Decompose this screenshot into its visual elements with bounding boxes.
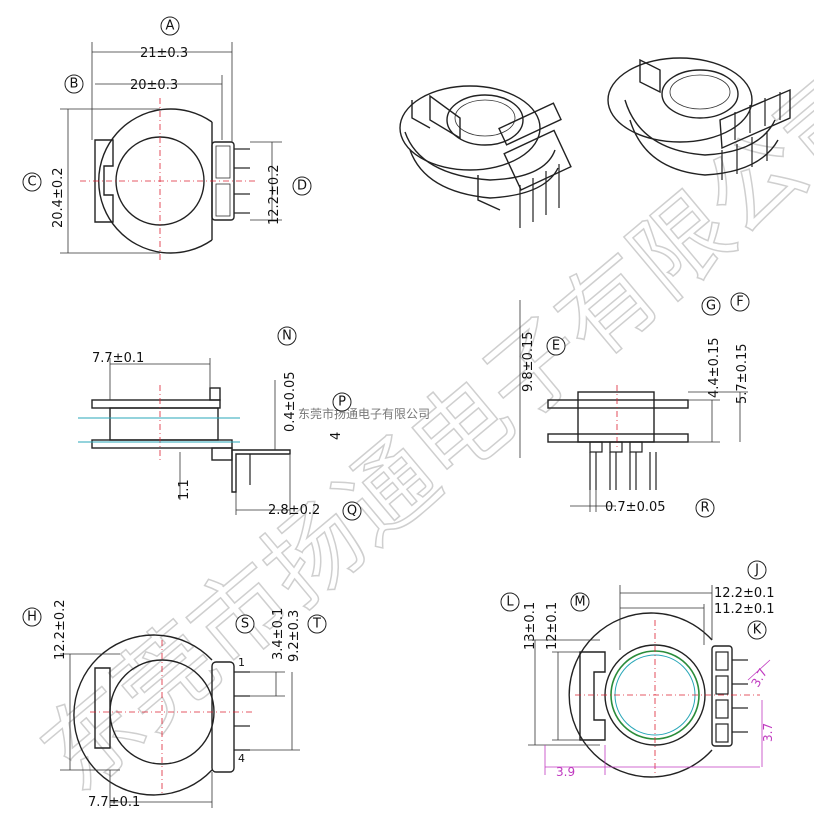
callout-n: N <box>277 326 297 346</box>
svg-text:E: E <box>552 339 560 354</box>
pin-number-last: 4 <box>238 752 245 765</box>
bottom-view: 1 4 12.2±0.2 3.4±0.1 9.2±0.3 7.7±0.1 <box>53 599 302 810</box>
svg-text:Q: Q <box>347 504 357 519</box>
dim-bottom-width-label: 7.7±0.1 <box>88 795 140 810</box>
svg-text:C: C <box>27 175 36 190</box>
callout-a: A <box>160 16 180 36</box>
callout-r: R <box>695 498 715 518</box>
callout-m: M <box>570 592 590 612</box>
dim-l-label: 13±0.1 <box>523 602 538 650</box>
top-view: 21±0.3 20±0.3 20.4±0.2 12.2±0.2 <box>51 42 282 260</box>
svg-text:H: H <box>27 610 37 625</box>
callout-l: L <box>500 592 520 612</box>
dim-f-label: 5.7±0.15 <box>735 343 750 404</box>
callout-j: J <box>747 560 767 580</box>
svg-text:D: D <box>297 179 307 194</box>
svg-text:K: K <box>753 623 762 638</box>
callout-f: F <box>730 292 750 312</box>
dim-j-label: 12.2±0.1 <box>714 586 775 601</box>
iso-view-left <box>399 85 572 228</box>
svg-text:B: B <box>70 77 79 92</box>
dim-b-label: 20±0.3 <box>130 78 178 93</box>
left-tab <box>94 139 114 223</box>
winding-view: 12.2±0.1 11.2±0.1 13±0.1 12±0.1 3.9 3.7 … <box>523 585 775 779</box>
callout-g: G <box>701 296 721 316</box>
svg-text:J: J <box>754 563 759 578</box>
svg-text:L: L <box>506 595 514 610</box>
dim-h-label: 12.2±0.2 <box>53 599 68 660</box>
svg-text:A: A <box>166 19 175 34</box>
front-view: 9.8±0.15 4.4±0.15 5.7±0.15 0.7±0.05 <box>519 300 750 515</box>
dim-r-label: 0.7±0.05 <box>605 500 666 515</box>
ref-dim-x1: 3.9 <box>556 765 575 779</box>
dim-p-label: 4 <box>329 432 344 440</box>
callout-q: Q <box>342 501 362 521</box>
dim-side-gap-label: 1.1 <box>177 479 192 500</box>
side-view: 7.7±0.1 1.1 0.4±0.05 4 2.8±0.2 <box>78 351 344 518</box>
ref-dim-y1: 3.7 <box>748 666 770 690</box>
dim-m-label: 12±0.1 <box>545 602 560 650</box>
dim-e-label: 9.8±0.15 <box>521 331 536 392</box>
dim-a-label: 21±0.3 <box>140 46 188 61</box>
svg-text:S: S <box>241 617 249 632</box>
winding-flange-outline <box>568 612 713 778</box>
callout-d: D <box>292 176 312 196</box>
dim-k-label: 11.2±0.1 <box>714 602 775 617</box>
callout-e: E <box>546 336 566 356</box>
callout-t: T <box>307 614 327 634</box>
svg-text:R: R <box>700 501 709 516</box>
svg-text:P: P <box>338 395 346 410</box>
svg-text:G: G <box>706 299 716 314</box>
bottom-flange-outline <box>73 634 213 796</box>
svg-text:F: F <box>736 295 743 310</box>
pin-number-first: 1 <box>238 656 245 669</box>
callout-k: K <box>747 620 767 640</box>
ref-dim-y2: 3.7 <box>761 723 775 742</box>
dim-s-label: 3.4±0.1 <box>271 608 286 660</box>
callout-c: C <box>22 172 42 192</box>
svg-text:M: M <box>574 595 585 610</box>
dim-g-label: 4.4±0.15 <box>707 337 722 398</box>
dim-n-label: 0.4±0.05 <box>283 371 298 432</box>
callout-p: P <box>332 392 352 412</box>
bottom-center-bore <box>109 659 215 765</box>
dim-c-label: 20.4±0.2 <box>51 167 66 228</box>
svg-text:T: T <box>312 617 321 632</box>
callout-s: S <box>235 614 255 634</box>
dim-side-width-label: 7.7±0.1 <box>92 351 144 366</box>
callouts: A B C D N P Q E G F R H S T L M J K <box>22 16 767 640</box>
callout-h: H <box>22 607 42 627</box>
dim-q-label: 2.8±0.2 <box>268 503 320 518</box>
iso-view-right <box>607 57 791 180</box>
watermark-small-text: 东莞市扬通电子有限公司 <box>298 406 430 421</box>
dim-d-label: 12.2±0.2 <box>267 164 282 225</box>
dim-t-label: 9.2±0.3 <box>287 610 302 662</box>
callout-b: B <box>64 74 84 94</box>
svg-text:N: N <box>282 329 292 344</box>
